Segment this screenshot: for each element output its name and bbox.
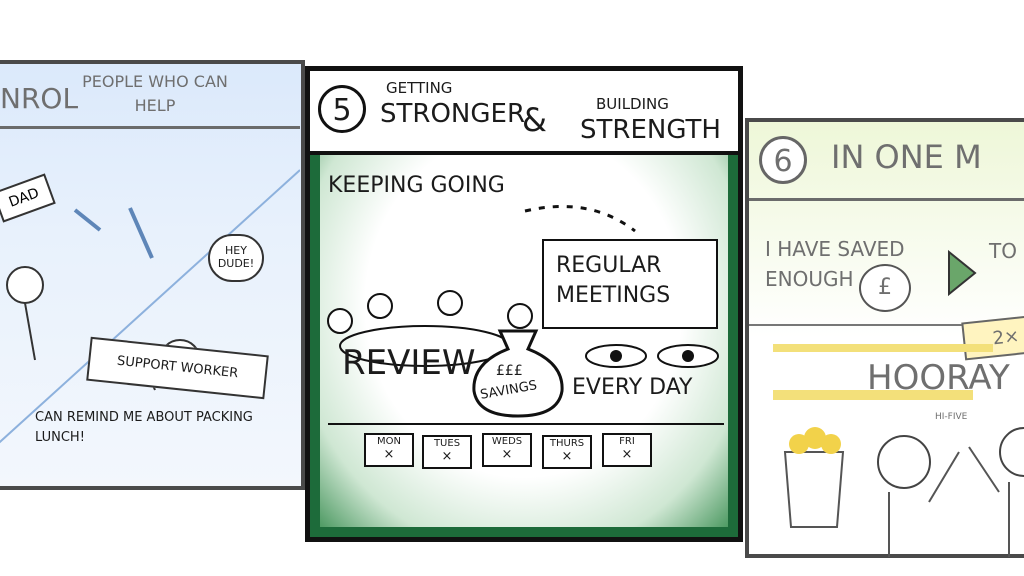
- arrow-right-icon: [948, 249, 977, 297]
- popcorn-icon: [783, 427, 845, 528]
- hi-five-label: HI-FIVE: [935, 412, 968, 422]
- weekday-label: WEDS: [491, 436, 523, 447]
- bag-pounds: £££: [496, 363, 523, 379]
- weekday-mark: ×: [621, 447, 633, 462]
- weekday-box-tues: TUES×: [422, 435, 472, 469]
- panel-title-fragment: IN ONE M: [831, 138, 982, 176]
- eyes-icon: [585, 344, 719, 368]
- title-strength: STRENGTH: [580, 115, 721, 145]
- divider-line: [749, 324, 1024, 326]
- pound-coin: £: [859, 264, 911, 312]
- to-text: TO C: [989, 239, 1024, 263]
- saved-enough-text: I HAVE SAVED ENOUGH: [765, 237, 905, 291]
- weekday-mark: ×: [383, 447, 395, 462]
- panel-getting-stronger: 5 GETTING STRONGER & BUILDING STRENGTH K…: [305, 66, 743, 542]
- meeting-illustration: [327, 205, 636, 367]
- highlight-stroke: [773, 390, 973, 400]
- weekday-label: THURS: [549, 438, 585, 449]
- weekday-mark: ×: [441, 449, 453, 464]
- panel-title-fragment: NROL: [0, 82, 79, 115]
- review-label: REVIEW: [342, 343, 476, 383]
- speech-bubble: HEY DUDE!: [208, 234, 264, 282]
- panel-subtitle: PEOPLE WHO CAN HELP: [82, 72, 228, 115]
- panel-in-one-month: 6 IN ONE M I HAVE SAVED ENOUGH £ TO C 2×…: [745, 118, 1024, 558]
- weekday-box-fri: FRI×: [602, 433, 652, 467]
- header-divider: [0, 126, 300, 129]
- title-ampersand: &: [522, 101, 547, 139]
- ticket-label: 2×: [961, 313, 1024, 361]
- panel-header: [310, 71, 738, 155]
- highlight-stroke: [773, 344, 993, 352]
- hi-five-illustration: [877, 427, 1024, 557]
- weekday-label: MON: [377, 436, 401, 447]
- weekday-label: FRI: [619, 436, 635, 447]
- weekday-label: TUES: [433, 438, 461, 449]
- header-divider: [749, 198, 1024, 201]
- divider-line: [328, 423, 724, 425]
- weekday-box-weds: WEDS×: [482, 433, 532, 467]
- keeping-going-label: KEEPING GOING: [328, 173, 505, 198]
- savings-bag-icon: [472, 329, 564, 418]
- weekday-mark: ×: [501, 447, 513, 462]
- title-building: BUILDING: [596, 95, 669, 113]
- panel-people-who-can-help: NROL PEOPLE WHO CAN HELP DAD HEY DUDE! S…: [0, 60, 305, 490]
- weekday-box-thurs: THURS×: [542, 435, 592, 469]
- step-number: 6: [759, 136, 807, 184]
- reminder-note: CAN REMIND ME ABOUT PACKING LUNCH!: [35, 410, 253, 445]
- title-stronger: STRONGER: [380, 99, 526, 129]
- title-getting: GETTING: [386, 79, 453, 97]
- regular-meetings-box: REGULAR MEETINGS: [542, 239, 718, 329]
- every-day-label: EVERY DAY: [572, 375, 693, 400]
- weekday-mark: ×: [561, 449, 573, 464]
- step-number: 5: [318, 85, 366, 133]
- weekday-box-mon: MON×: [364, 433, 414, 467]
